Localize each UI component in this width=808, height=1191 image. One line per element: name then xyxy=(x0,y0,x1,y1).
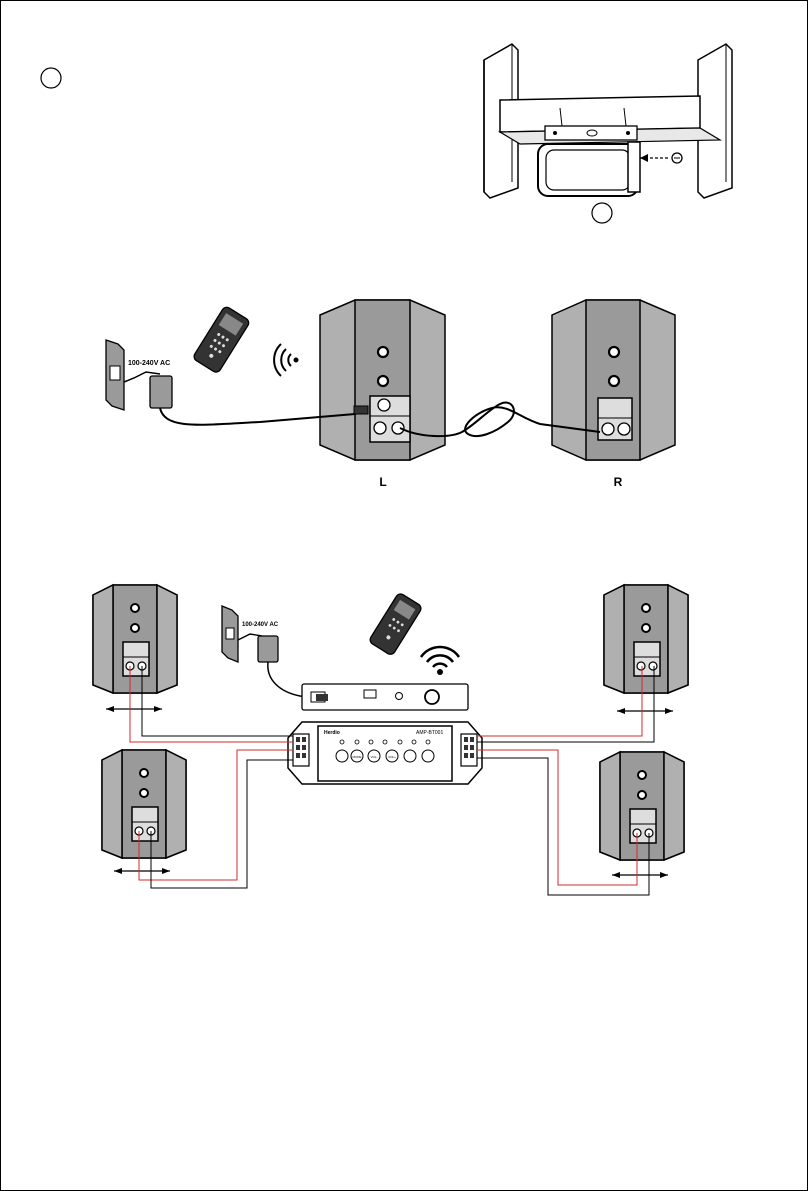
stereo-power-label: 100-240V AC xyxy=(128,360,170,367)
vol-up-label: VOL+ xyxy=(388,755,396,759)
speaker-bottom-left xyxy=(102,750,186,858)
amplifier-front-panel: Herdio AMP-BT001 MODE VOL- VOL+ xyxy=(288,722,482,784)
direction-arrow xyxy=(114,868,170,874)
mode-button-label: MODE xyxy=(353,755,362,759)
speaker-right xyxy=(552,300,675,460)
speaker-bottom-right xyxy=(600,752,684,860)
direction-arrow xyxy=(617,708,673,714)
wall-mount-illustration xyxy=(484,44,732,223)
play-pause-button[interactable] xyxy=(336,750,348,762)
direction-arrow xyxy=(612,872,668,878)
screw-icon xyxy=(640,153,682,163)
wall-outlet-icon xyxy=(222,606,238,662)
speaker-top-right xyxy=(604,585,688,693)
amplifier-rear-panel xyxy=(302,684,468,710)
wireless-signal-icon xyxy=(421,647,459,675)
right-speaker-label: R xyxy=(614,475,623,489)
left-speaker-label: L xyxy=(379,475,386,489)
speaker-top-left xyxy=(93,585,177,693)
step-number-left xyxy=(41,68,61,88)
step-number-right xyxy=(592,203,612,223)
amp-model: AMP-BT001 xyxy=(416,730,443,736)
remote-control-icon xyxy=(368,592,422,656)
prev-button[interactable] xyxy=(404,750,416,762)
wall-outlet-icon xyxy=(106,340,124,410)
amp-brand: Herdio xyxy=(324,730,340,736)
power-adapter-icon xyxy=(124,372,172,408)
remote-control-icon xyxy=(192,305,250,373)
wireless-signal-icon xyxy=(274,344,298,376)
vol-down-label: VOL- xyxy=(370,755,377,759)
direction-arrow xyxy=(106,706,162,712)
power-plug xyxy=(354,406,368,414)
next-button[interactable] xyxy=(422,750,434,762)
power-adapter-icon xyxy=(238,634,312,698)
quad-power-label: 100-240V AC xyxy=(242,622,279,628)
